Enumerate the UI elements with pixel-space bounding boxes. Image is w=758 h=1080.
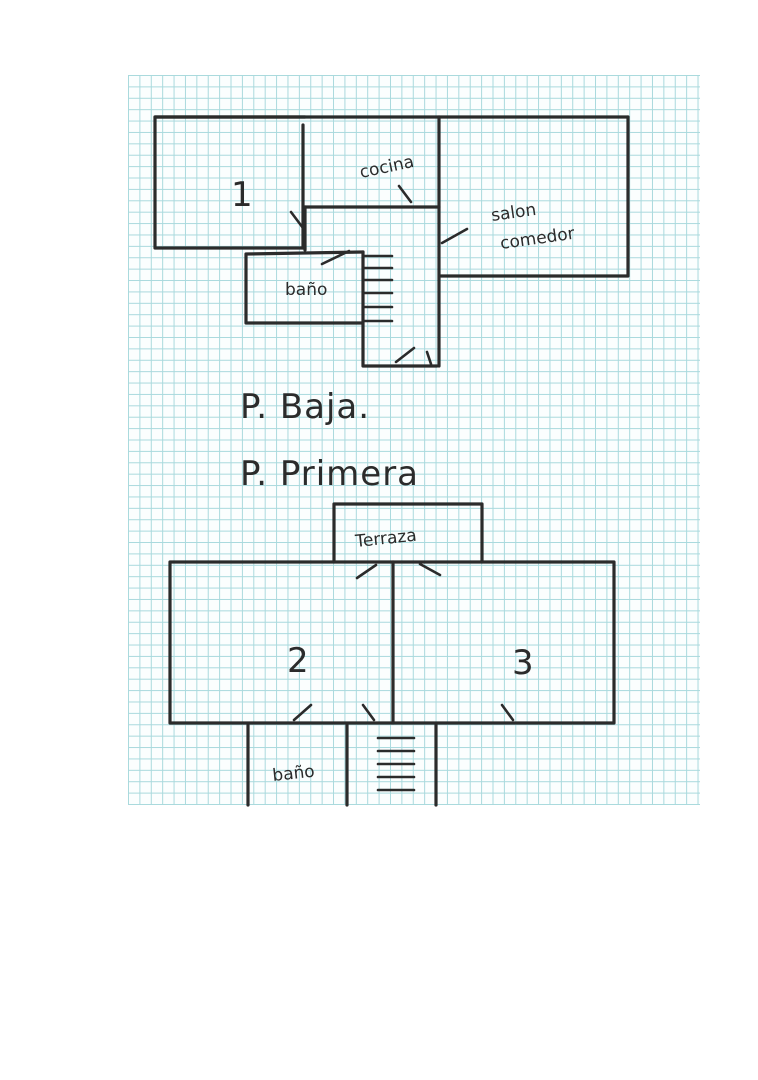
room-1-walls	[153, 115, 307, 250]
room-3-label: 3	[512, 643, 534, 683]
bano-ground-label: baño	[285, 280, 327, 300]
salon-label: salon	[490, 200, 538, 226]
comedor-label: comedor	[499, 224, 576, 254]
ground-floor-plan	[153, 115, 630, 368]
first-floor-title: P. Primera	[240, 454, 419, 494]
bano-first-label: baño	[271, 762, 315, 786]
door-cocina	[397, 184, 413, 204]
cocina-label: cocina	[358, 152, 416, 183]
door-entrance	[394, 346, 416, 364]
terraza-walls	[332, 502, 484, 564]
door-bano-ground	[320, 249, 351, 266]
door-room-3	[500, 703, 515, 722]
room-1-label: 1	[231, 175, 253, 215]
graph-paper	[128, 75, 700, 805]
door-salon	[440, 227, 469, 245]
stair-well-walls	[361, 250, 439, 368]
door-room-2	[292, 703, 313, 722]
door-entrance-jamb	[425, 350, 433, 366]
ground-floor-title: P. Baja.	[240, 387, 370, 427]
room-2-label: 2	[287, 641, 309, 681]
bano-ground-walls	[244, 250, 365, 325]
first-floor-plan	[168, 502, 616, 807]
door-terraza-left	[355, 563, 378, 580]
door-room-1	[289, 210, 305, 230]
door-room-2-hall	[361, 703, 376, 722]
door-terraza-right	[418, 562, 442, 577]
terraza-label: Terraza	[353, 526, 417, 552]
salon-comedor-walls	[439, 115, 630, 278]
